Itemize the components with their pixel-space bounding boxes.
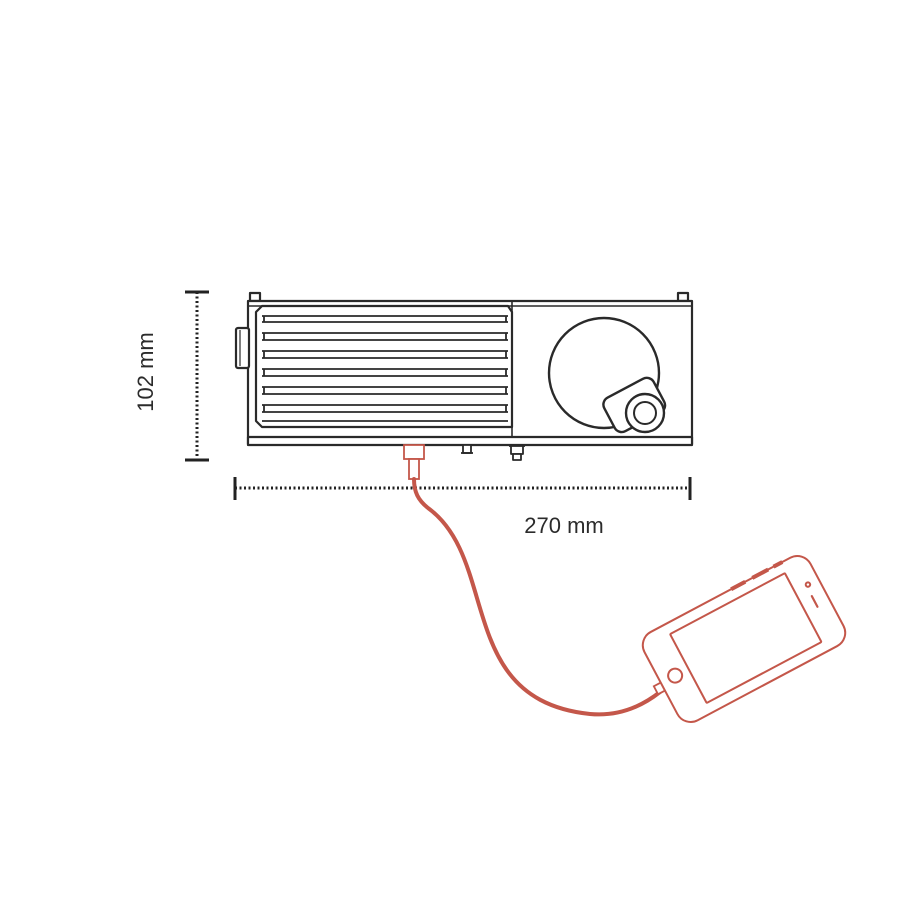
vent-slat xyxy=(262,332,508,341)
connector-port xyxy=(512,453,522,461)
device-top-foot-right xyxy=(676,291,690,303)
width-dimension: 270 mm xyxy=(233,477,692,538)
lens-inner-ring xyxy=(633,401,657,425)
vent-slat xyxy=(262,315,508,323)
device-base xyxy=(246,435,694,447)
width-label: 270 mm xyxy=(524,513,603,538)
vent-slat xyxy=(262,404,508,413)
height-dimension: 102 mm xyxy=(133,290,209,462)
phone-side-button xyxy=(730,579,747,591)
height-label: 102 mm xyxy=(133,332,158,411)
device-side-knob xyxy=(234,326,251,370)
phone-side-button xyxy=(751,567,770,580)
phone-speaker xyxy=(810,595,819,608)
phone-screen xyxy=(669,572,823,704)
cable-wire xyxy=(412,477,662,717)
connector-port xyxy=(462,444,472,454)
cable-plug xyxy=(403,444,425,460)
smartphone-icon xyxy=(641,555,847,723)
device-top-foot-left xyxy=(248,291,262,303)
phone-body xyxy=(641,555,847,723)
vent-slats xyxy=(262,315,508,422)
phone-side-button xyxy=(772,560,784,569)
phone-camera xyxy=(804,581,812,588)
vent-panel xyxy=(254,304,514,429)
usb-cable-icon xyxy=(403,444,670,717)
projector-device-icon xyxy=(234,291,694,461)
vent-slat xyxy=(262,350,508,359)
phone-home-button xyxy=(667,667,684,684)
vent-slat xyxy=(262,368,508,377)
vent-slat xyxy=(262,386,508,395)
bottom-connectors xyxy=(461,444,525,461)
cable-plug-neck xyxy=(408,458,420,480)
